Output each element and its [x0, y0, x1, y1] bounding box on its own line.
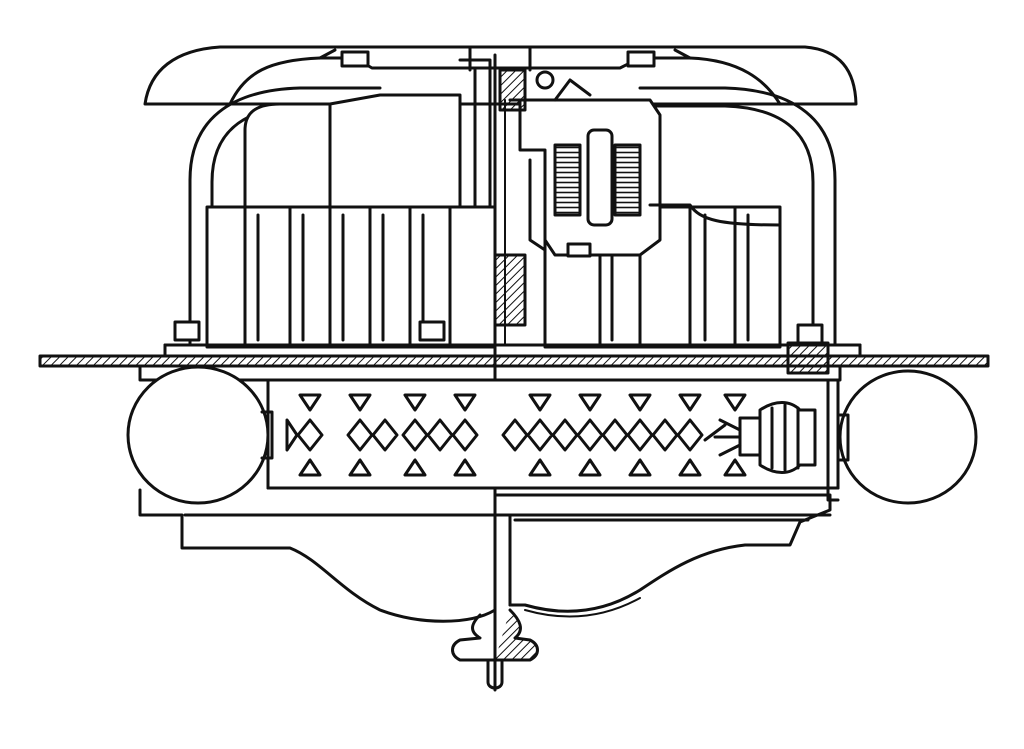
central-shaft	[493, 53, 506, 692]
right-hanger-bar	[638, 86, 837, 347]
rotor-windings	[493, 68, 782, 349]
left-globe	[126, 365, 274, 505]
finial	[451, 608, 539, 690]
lower-bowl	[138, 488, 832, 623]
lamp-socket	[703, 401, 817, 474]
finned-radiator	[205, 205, 497, 349]
right-globe	[838, 369, 978, 505]
ceiling-plate	[38, 343, 990, 368]
